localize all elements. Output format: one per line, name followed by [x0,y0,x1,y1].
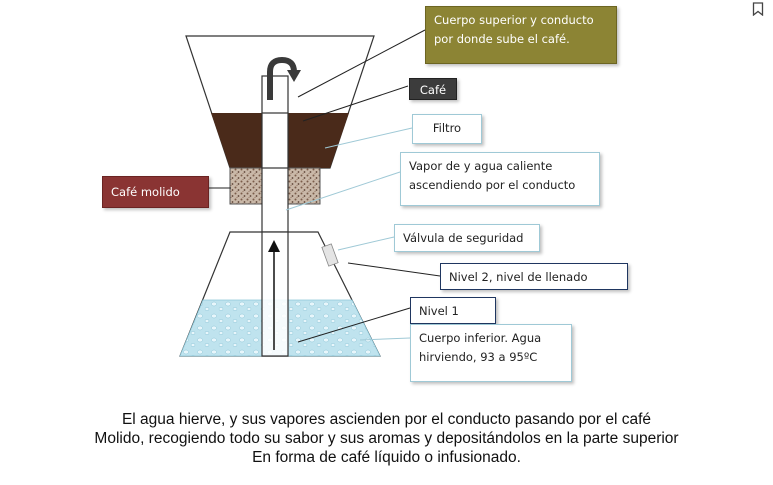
label-coffee: Café [409,78,457,100]
label-safety-valve: Válvula de seguridad [394,224,540,252]
label-steam: Vapor de y agua caliente ascendiendo por… [400,152,600,206]
caption: El agua hierve, y sus vapores ascienden … [0,410,773,467]
label-filter: Filtro [412,114,482,144]
coffee-maker-diagram [179,29,441,357]
label-level-1: Nivel 1 [410,297,496,324]
label-ground-coffee: Café molido [102,176,209,208]
label-lower-body: Cuerpo inferior. Agua hirviendo, 93 a 95… [410,324,572,382]
caption-line-1: El agua hierve, y sus vapores ascienden … [121,411,652,428]
bookmark-icon[interactable] [752,2,764,16]
caption-line-3: En forma de café líquido o infusionado. [252,449,521,466]
label-level-2: Nivel 2, nivel de llenado [440,263,628,290]
label-upper-body: Cuerpo superior y conducto por donde sub… [425,6,617,64]
safety-valve [321,243,339,267]
curved-arrow-icon [267,56,297,100]
caption-line-2: Molido, recogiendo todo su sabor y sus a… [94,430,679,447]
